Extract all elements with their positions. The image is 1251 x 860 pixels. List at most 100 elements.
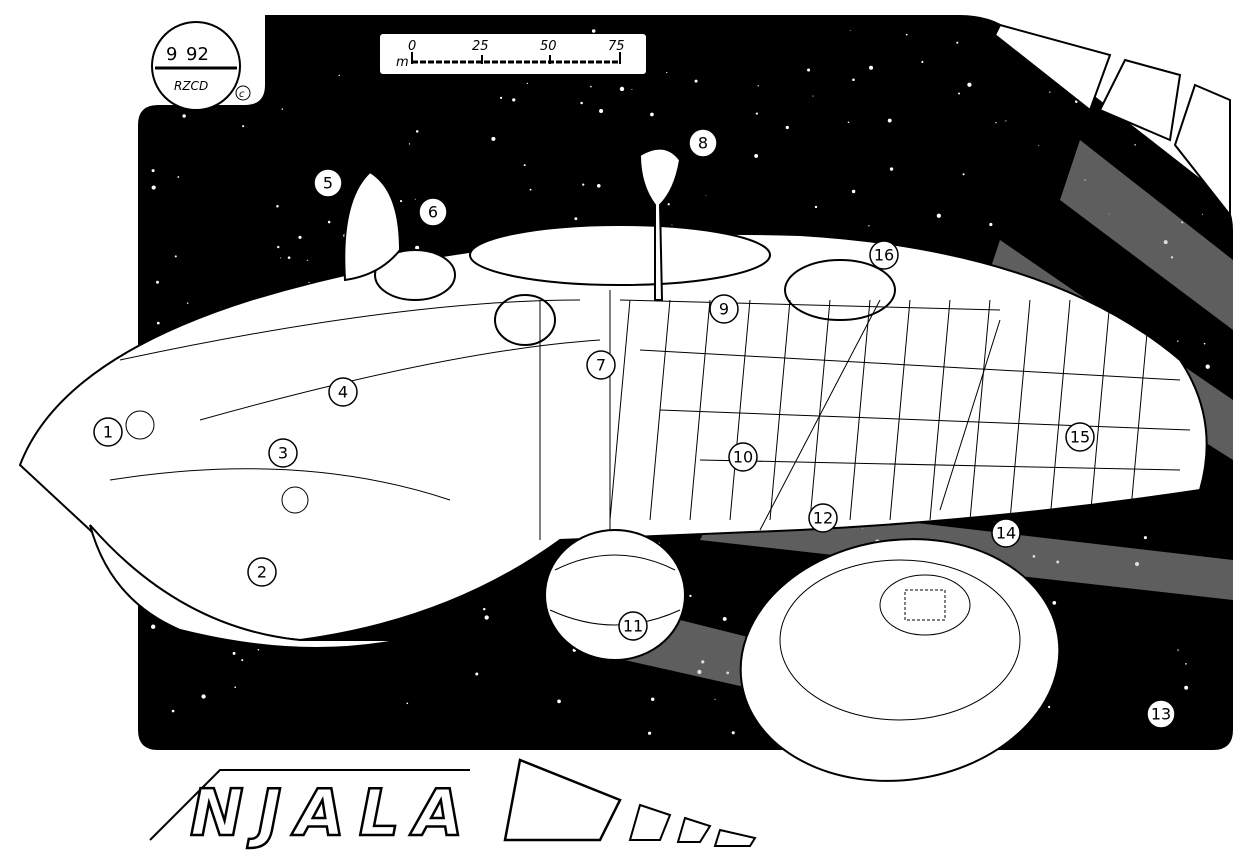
star (785, 125, 789, 130)
star (399, 200, 403, 203)
star (298, 235, 302, 239)
callout-number: 7 (596, 356, 606, 375)
badge-studio: RZCD (174, 79, 208, 93)
callout-number: 13 (1151, 705, 1171, 724)
star (599, 108, 604, 114)
star (408, 143, 411, 145)
star (557, 699, 561, 704)
star (1202, 213, 1204, 215)
hull-rib (689, 299, 711, 521)
hull-rib (769, 299, 791, 521)
scale-tick: 50 (540, 39, 557, 54)
star (847, 121, 850, 124)
star (812, 95, 814, 97)
star (580, 101, 583, 105)
hull-rib (1009, 299, 1031, 521)
star (921, 60, 924, 64)
star (667, 203, 670, 206)
star (574, 217, 578, 221)
star (156, 321, 160, 325)
star (582, 183, 585, 186)
hull-rib (929, 299, 951, 521)
star (852, 78, 855, 82)
hull-rib (809, 299, 831, 521)
star (177, 176, 180, 178)
star (936, 213, 941, 218)
star (150, 624, 156, 629)
star (705, 195, 707, 197)
star (868, 225, 870, 227)
star (1188, 82, 1193, 87)
star (234, 686, 237, 689)
star (1185, 663, 1187, 665)
callout-4: 4 (328, 377, 358, 407)
star (415, 130, 419, 133)
scale-tick: 75 (608, 39, 625, 54)
star (1203, 342, 1206, 345)
star (694, 79, 698, 83)
callout-7: 7 (586, 350, 616, 380)
star (1134, 144, 1136, 146)
star (714, 698, 716, 700)
hull-rib (889, 299, 911, 521)
star (849, 30, 851, 31)
star (1048, 705, 1051, 709)
callout-number: 5 (323, 174, 333, 193)
star (491, 136, 496, 141)
star (1143, 536, 1147, 540)
star (962, 173, 965, 176)
scale-bar: m 0 25 50 75 (380, 34, 646, 74)
star (526, 82, 528, 85)
badge-initial: 9 (166, 44, 177, 65)
star (1005, 120, 1007, 122)
callout-number: 14 (996, 524, 1016, 543)
hull-rib (729, 299, 751, 521)
star (967, 82, 972, 87)
callout-number: 6 (428, 203, 438, 222)
callout-3: 3 (268, 438, 298, 468)
star (814, 205, 818, 209)
star (1052, 601, 1057, 605)
star (757, 85, 759, 87)
star (338, 74, 340, 77)
star (257, 648, 260, 651)
star (995, 122, 997, 124)
star (171, 709, 175, 713)
star (648, 731, 652, 735)
star (186, 302, 189, 304)
star (151, 169, 155, 173)
callout-number: 9 (719, 300, 729, 319)
star (1184, 685, 1189, 690)
callout-number: 4 (338, 383, 348, 402)
star (1205, 364, 1210, 369)
star (869, 65, 874, 70)
star (989, 222, 993, 227)
title: NJALA (190, 777, 477, 851)
callout-number: 8 (698, 134, 708, 153)
star (182, 114, 186, 118)
star (499, 96, 503, 100)
star (619, 86, 625, 92)
star (151, 185, 156, 190)
badge-year: 92 (186, 44, 209, 65)
star (650, 697, 655, 701)
scale-tick: 0 (408, 39, 416, 54)
star (406, 702, 409, 705)
hull-rib (1129, 299, 1151, 521)
copyright-badge: 9 92 RZCD c (151, 21, 251, 111)
star (889, 167, 894, 171)
scale-tick: 25 (472, 39, 489, 54)
corner-trapezoids (993, 23, 1231, 218)
callout-6: 6 (418, 197, 448, 227)
star (958, 92, 961, 95)
star (754, 154, 759, 158)
star (242, 125, 245, 128)
star (280, 257, 282, 259)
hull-rib (969, 299, 991, 521)
star (755, 112, 758, 115)
star (731, 731, 735, 735)
callout-14: 14 (991, 518, 1021, 548)
sphere-module (544, 529, 686, 661)
